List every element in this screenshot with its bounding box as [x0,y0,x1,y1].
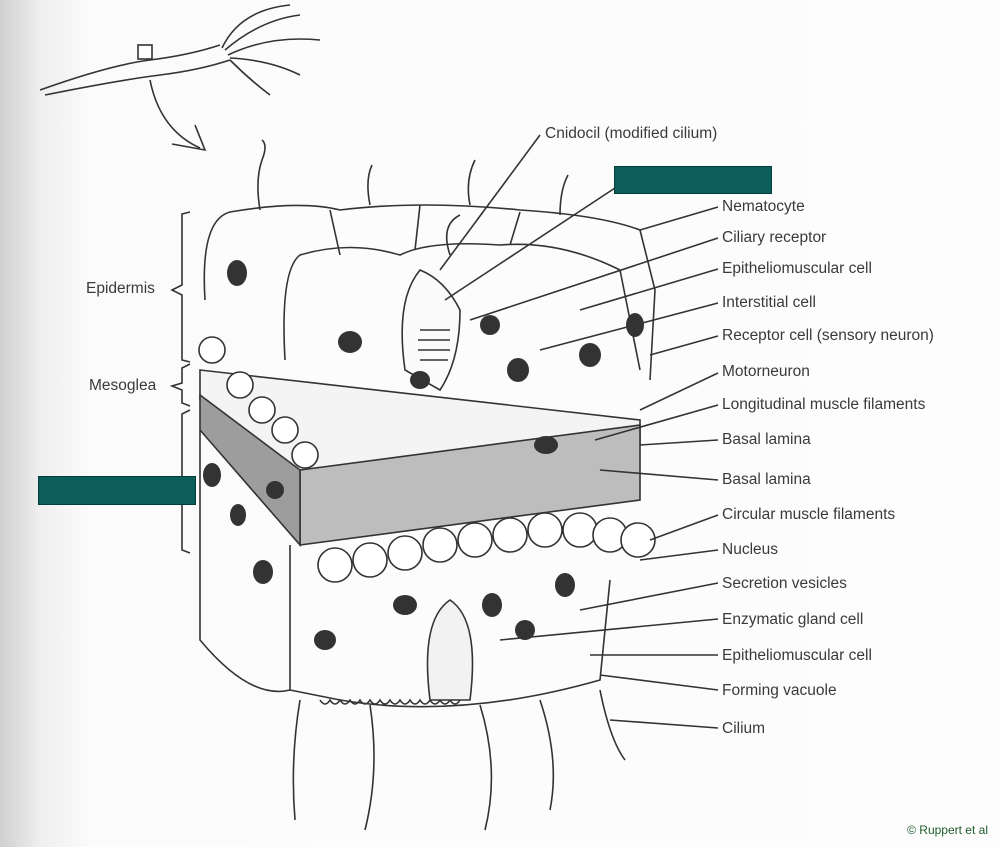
label-mesoglea: Mesoglea [89,377,157,394]
label-interstitial-cell: Interstitial cell [722,294,816,311]
label-nematocyte: Nematocyte [722,198,805,215]
label-receptor-cell: Receptor cell (sensory neuron) [722,327,934,344]
hidden-label-box-top [614,166,772,194]
label-secretion-vesicles: Secretion vesicles [722,575,847,592]
label-enzymatic-gland-cell: Enzymatic gland cell [722,611,864,628]
label-circular-muscle: Circular muscle filaments [722,506,896,523]
label-motorneuron: Motorneuron [722,363,810,380]
label-cilium: Cilium [722,720,766,737]
label-nucleus: Nucleus [722,541,778,558]
label-basal-lamina-1: Basal lamina [722,431,811,448]
label-cnidocil: Cnidocil (modified cilium) [545,125,718,142]
hidden-label-box-left [38,476,196,505]
label-epitheliomuscular-cell: Epitheliomuscular cell [722,260,872,277]
label-forming-vacuole: Forming vacuole [722,682,837,699]
label-longitudinal-muscle: Longitudinal muscle filaments [722,396,926,413]
label-epidermis: Epidermis [86,280,155,297]
arrow-icon [149,79,201,149]
credit: © Ruppert et al [907,823,988,837]
label-basal-lamina-2: Basal lamina [722,471,811,488]
hydra-body [39,44,221,91]
label-epitheliomuscular-cell-2: Epitheliomuscular cell [722,647,872,664]
label-ciliary-receptor: Ciliary receptor [722,229,827,246]
